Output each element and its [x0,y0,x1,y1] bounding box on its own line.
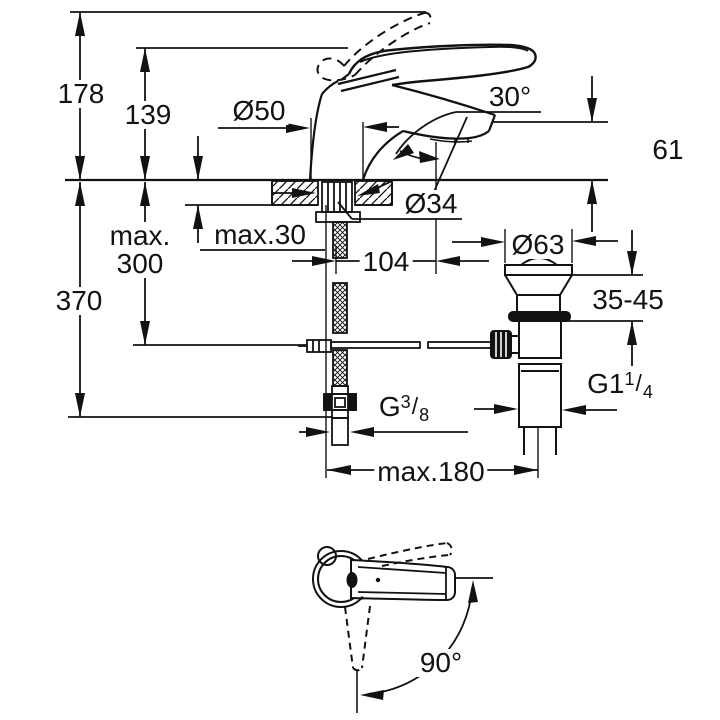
dim-label-deck-thickness: max.30 [211,221,309,249]
dim-label-base-diameter: Ø50 [229,97,289,125]
faucet-side-view [308,43,537,181]
faucet-lever-raised-dashed [316,11,432,82]
dim-label-hose-max-line2: 300 [116,248,164,279]
dim-label-handle-swing-angle: 90° [416,649,466,677]
dim-label-hose-max-line1: max. [109,220,171,251]
dim-label-hose-max: max. 300 [106,220,174,279]
dim-label-height-total: 178 [54,80,108,108]
waste-thread-denominator: 4 [642,382,653,402]
dim-label-height-body: 139 [121,101,175,129]
popup-linkage-rod [298,339,492,353]
dim-label-max-reach: max.180 [374,458,488,486]
handle-top-view [312,546,493,713]
waste-thread-slash: / [635,370,642,396]
handle-swing-dashed [344,542,453,672]
dim-label-spout-height: 61 [649,136,687,164]
supply-hose-and-shank [315,181,361,446]
dim-label-supply-depth: 370 [52,287,106,315]
supply-thread-denominator: 8 [419,405,430,425]
dim-label-spout-angle: 30° [485,83,535,111]
supply-thread-prefix: G [378,391,401,422]
waste-thread-prefix: G1 [587,368,625,399]
supply-thread-numerator: 3 [400,392,411,412]
waste-thread-numerator: 1 [624,369,635,389]
dim-label-hole-diameter: Ø34 [401,190,461,218]
supply-thread-slash: / [411,393,419,419]
dim-label-waste-flange-diameter: Ø63 [508,231,568,259]
dim-label-waste-clamp-range: 35-45 [589,286,667,314]
dim-label-spout-projection: 104 [359,248,413,276]
drain-assembly [490,257,573,455]
mounting-deck [271,180,393,206]
